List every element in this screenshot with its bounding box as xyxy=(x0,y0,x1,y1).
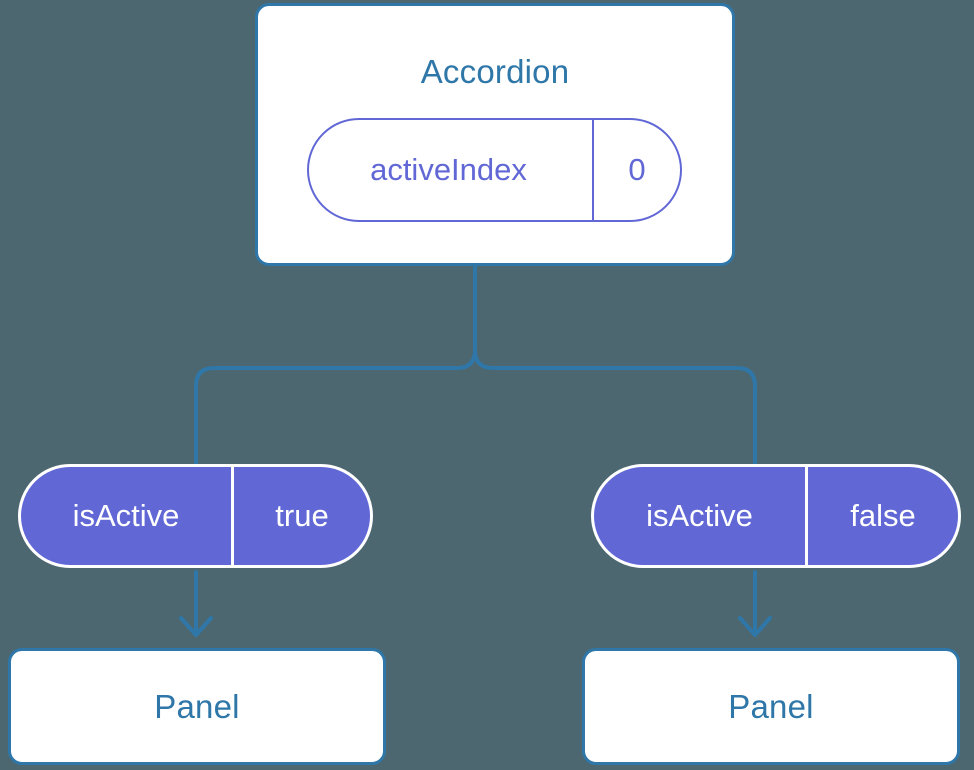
trunk-connector xyxy=(194,264,477,472)
state-pill-key: activeIndex xyxy=(370,152,527,187)
trunk-connector-right xyxy=(473,264,757,472)
prop-pill-isactive-false[interactable]: isActive false xyxy=(591,464,961,568)
prop-pill-value: true xyxy=(231,467,370,565)
arrow-right xyxy=(738,570,772,637)
state-pill-activeindex[interactable]: activeIndex 0 xyxy=(307,118,682,222)
panel-left-title: Panel xyxy=(154,687,240,725)
panel-component-card-left[interactable]: Panel xyxy=(8,648,386,765)
prop-pill-key: isActive xyxy=(646,498,753,533)
accordion-title: Accordion xyxy=(420,53,570,90)
prop-pill-key: isActive xyxy=(72,498,180,533)
panel-right-title: Panel xyxy=(728,687,814,725)
arrow-left xyxy=(179,570,213,637)
panel-component-card-right[interactable]: Panel xyxy=(582,648,960,765)
state-pill-value: 0 xyxy=(592,120,680,220)
prop-pill-isactive-true[interactable]: isActive true xyxy=(18,464,373,568)
prop-pill-value: false xyxy=(805,467,958,565)
